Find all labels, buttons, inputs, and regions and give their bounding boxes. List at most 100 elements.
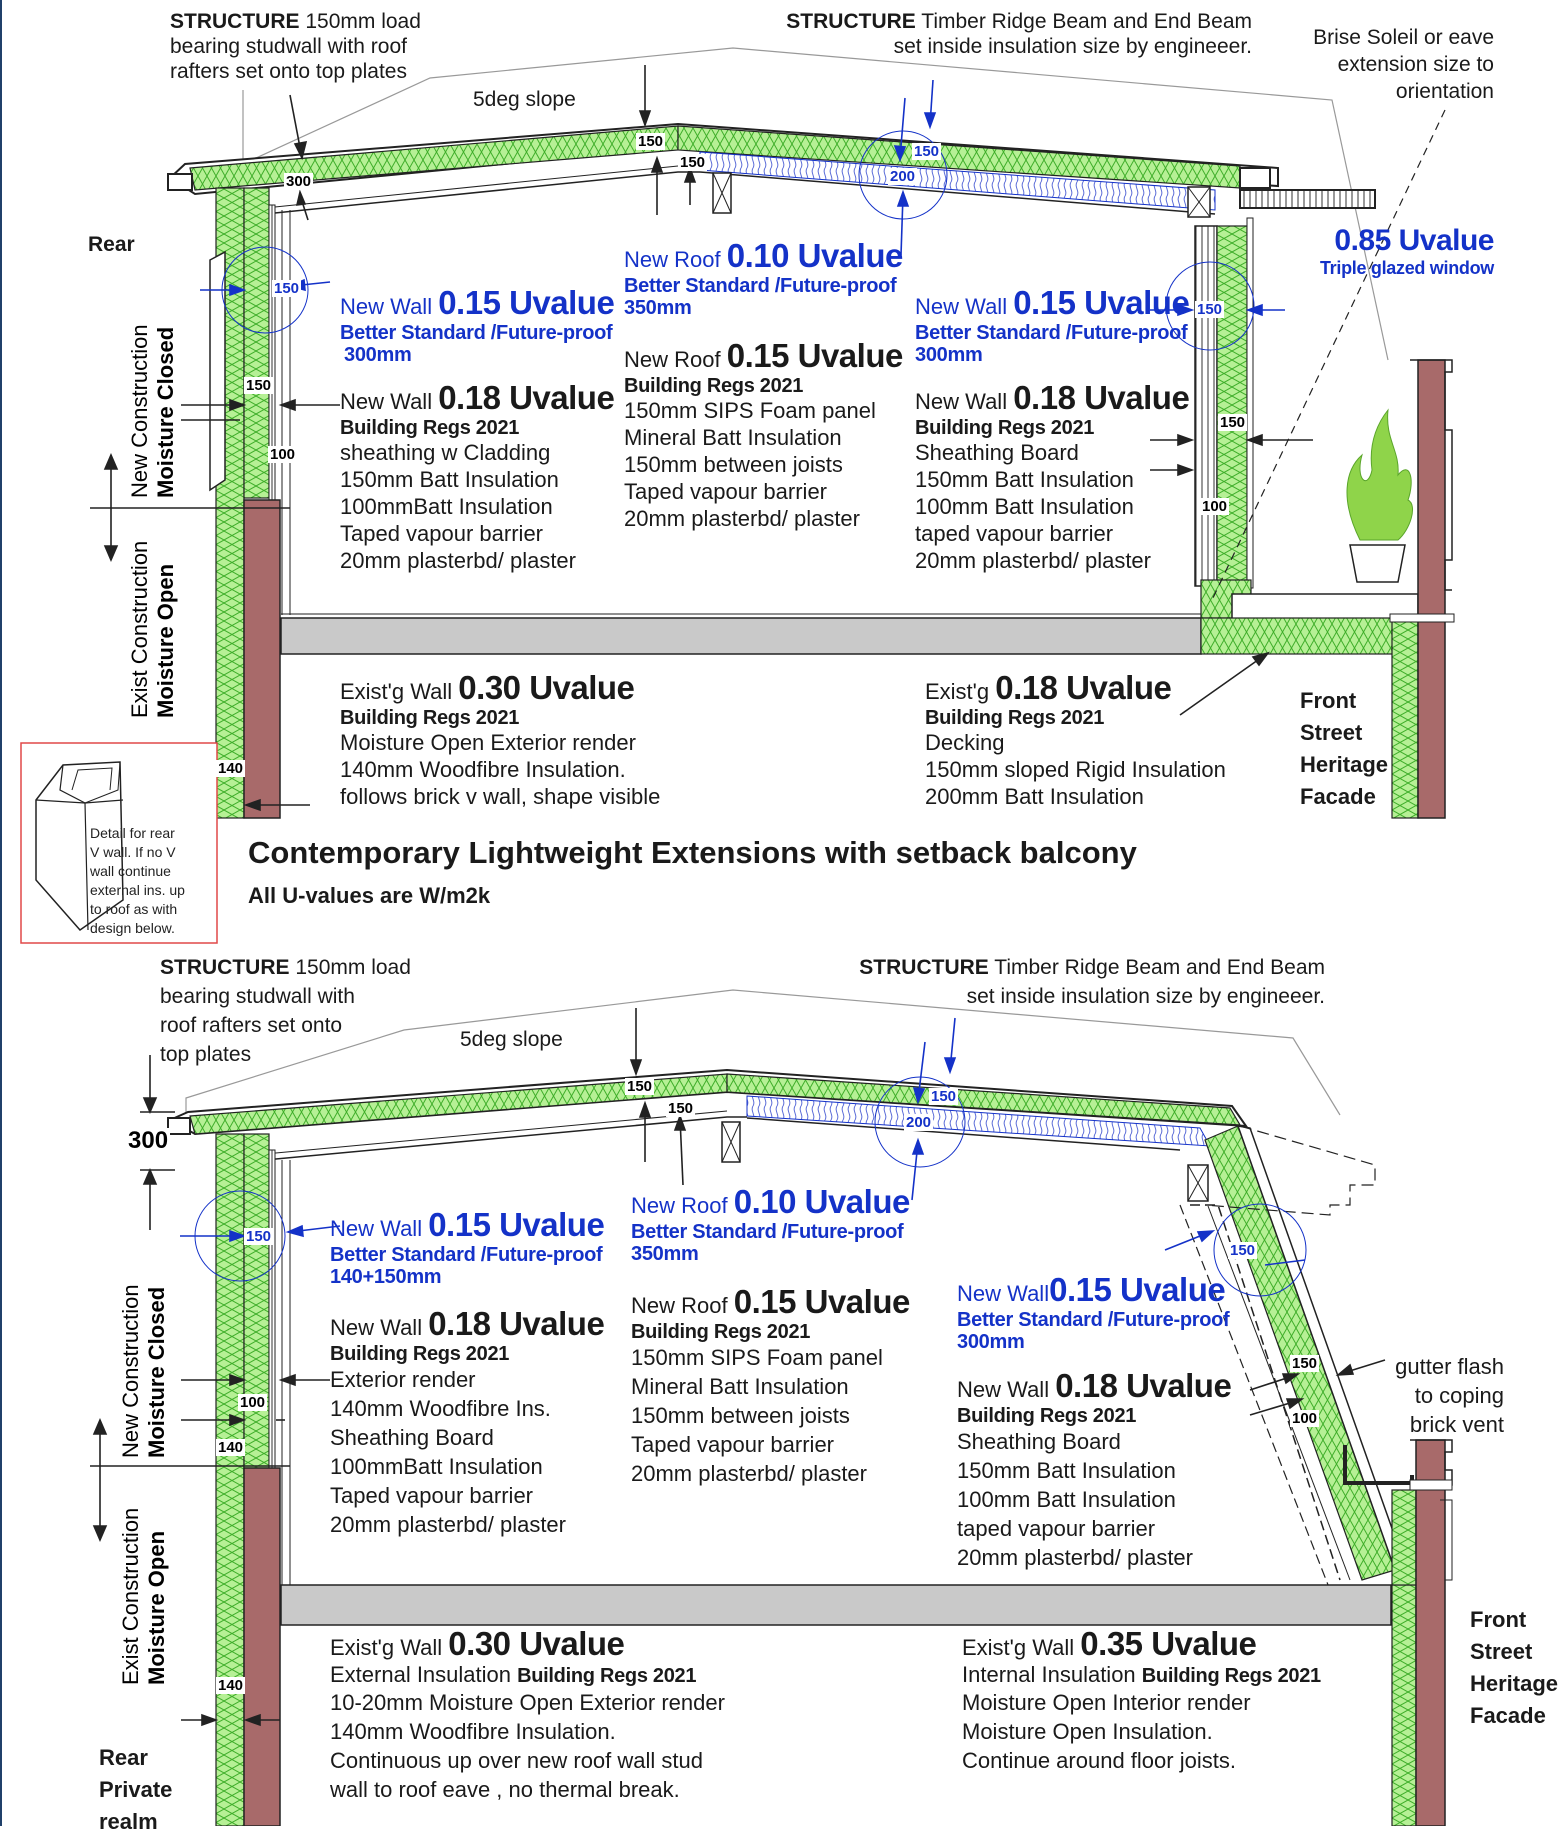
bottom-front-wall-insulation (1391, 1584, 1417, 1826)
top-exist-wall-line2: 140mm Woodfibre Insulation. (340, 757, 626, 783)
bottom-dim-300: 300 (126, 1127, 171, 1154)
bottom-front-label: Front Street Heritage Facade (1470, 1604, 1558, 1732)
top-structure-ridge: STRUCTURE Timber Ridge Beam and End Beam… (760, 9, 1252, 59)
top-dim-100-left: 100 (268, 446, 298, 463)
top-left-wall-regs-line5: 20mm plasterbd/ plaster (340, 548, 576, 574)
top-vert-new-construction: New Construction Moisture Closed (127, 324, 179, 498)
bottom-front-line4: Facade (1470, 1703, 1546, 1728)
top-left-wall-better-standard: Better Standard /Future-proof (340, 321, 613, 344)
bottom-structure-ridge-line2: set inside insulation size by engineeer. (966, 985, 1325, 1008)
top-dim-140: 140 (216, 760, 246, 777)
bottom-left-wall-better-uvalue: 0.15 Uvalue (428, 1206, 605, 1243)
top-structure-left-line1: 150mm load (305, 10, 421, 33)
top-left-wall-regs-line2: 150mm Batt Insulation (340, 467, 559, 493)
bottom-right-wall-regs-line4: taped vapour barrier (957, 1516, 1156, 1542)
bottom-left-wall-regs-line1: Exterior render (330, 1367, 476, 1393)
bottom-right-wall-better-uvalue: 0.15 Uvalue (1049, 1271, 1226, 1308)
bottom-exist-wall: Exist'g Wall 0.30 Uvalue External Insula… (330, 1625, 725, 1804)
bottom-roof-regs-line4: Taped vapour barrier (631, 1432, 835, 1458)
bottom-left-wall-regs-line6: 20mm plasterbd/ plaster (330, 1512, 566, 1538)
top-structure-ridge-line2: set inside insulation size by engineeer. (893, 35, 1252, 58)
bottom-right-wall-regs-line2: 150mm Batt Insulation (957, 1458, 1176, 1484)
top-roof-regs-line5: 20mm plasterbd/ plaster (624, 506, 860, 532)
bottom-gutter-label: gutter flash to coping brick vent (1340, 1352, 1504, 1439)
bottom-roof-regs-prefix: New Roof (631, 1293, 734, 1318)
bottom-vert-exist-line1: Exist Construction (118, 1507, 143, 1685)
bottom-outline-leader (185, 989, 1341, 1116)
top-right-wall-regs-uvalue: 0.18 Uvalue (1013, 379, 1190, 416)
bottom-front-line2: Street (1470, 1639, 1533, 1664)
top-ceiling-left-2 (264, 165, 679, 209)
top-roof-regs-prefix: New Roof (624, 347, 727, 372)
top-right-wall-regs: New Wall 0.18 Uvalue Building Regs 2021 … (915, 379, 1190, 574)
bottom-right-wall-better-thickness: 300mm (957, 1331, 1025, 1354)
top-left-wall-better-thickness: 300mm (344, 344, 412, 367)
bottom-dim-150-blue-roof: 150 (929, 1088, 959, 1105)
top-brise-line1: Brise Soleil or eave (1313, 26, 1494, 49)
top-left-wall-regs-line1: sheathing w Cladding (340, 440, 551, 466)
bottom-roof-insulation-right (726, 1073, 1242, 1126)
top-front-line3: Heritage (1300, 752, 1389, 777)
top-balcony-insulation (1200, 617, 1419, 655)
detail-line5: to roof as with (90, 901, 178, 917)
bottom-left-wall-regs-prefix: New Wall (330, 1315, 429, 1340)
top-roof-better-prefix: New Roof (624, 247, 727, 272)
top-front-brick-wall (1417, 359, 1446, 819)
bottom-structure-ridge-tag: STRUCTURE (859, 956, 989, 979)
top-orientation-line (1211, 109, 1446, 601)
top-dim-100-right: 100 (1200, 498, 1230, 515)
top-vert-exist-construction: Exist Construction Moisture Open (127, 541, 179, 718)
bottom-structure-ridge-line1: Timber Ridge Beam and End Beam (994, 956, 1325, 979)
bottom-roof-regs: New Roof 0.15 Uvalue Building Regs 2021 … (631, 1283, 910, 1488)
bottom-floor-slab (280, 1584, 1392, 1626)
top-roof-regs-line4: Taped vapour barrier (624, 479, 828, 505)
top-front-line2: Street (1300, 720, 1363, 745)
bottom-left-wall-better: New Wall 0.15 Uvalue Better Standard /Fu… (330, 1206, 605, 1289)
bottom-roof-better-uvalue: 0.10 Uvalue (733, 1183, 911, 1220)
top-roof-better-thickness: 350mm (624, 297, 692, 320)
bottom-structure-ridge: STRUCTURE Timber Ridge Beam and End Beam… (800, 953, 1325, 1011)
top-exist-floor-line3: 200mm Batt Insulation (925, 784, 1144, 810)
top-roof-better-uvalue: 0.10 Uvalue (726, 237, 904, 274)
bottom-left-wall-regs-line4: 100mmBatt Insulation (330, 1454, 543, 1480)
bottom-dim-150-roof-a: 150 (625, 1078, 655, 1095)
bottom-exist-right: Exist'g Wall 0.35 Uvalue Internal Insula… (962, 1625, 1321, 1775)
bottom-dimension-arrows (92, 1008, 1386, 1727)
bottom-left-wall-regs-line2: 140mm Woodfibre Ins. (330, 1396, 551, 1422)
top-dim-150-blue-roof: 150 (912, 143, 942, 160)
top-eave-right (1239, 167, 1271, 189)
bottom-right-wall-regs-line3: 100mm Batt Insulation (957, 1487, 1176, 1513)
top-dim-150-right: 150 (1218, 414, 1248, 431)
heading-subtitle: All U-values are W/m2k (248, 883, 491, 908)
top-vert-new-line1: New Construction (127, 324, 152, 498)
detail-line4: external ins. up (90, 882, 185, 898)
bottom-dim-100-right: 100 (1290, 1410, 1320, 1427)
bottom-exist-wall-intro: External Insulation (330, 1661, 518, 1687)
bottom-rear-line3: realm (99, 1809, 158, 1834)
top-dim-150-blue-right: 150 (1195, 301, 1225, 318)
bottom-roof-better-prefix: New Roof (631, 1193, 734, 1218)
bottom-left-wall-stud (268, 1149, 276, 1471)
bottom-structure-left-tag: STRUCTURE (160, 956, 290, 979)
top-roof-regs-line3: 150mm between joists (624, 452, 843, 478)
top-structure-left-line3: rafters set onto top plates (170, 60, 407, 83)
top-exist-floor-line1: Decking (925, 730, 1005, 756)
top-exist-floor-standard: Building Regs 2021 (925, 706, 1105, 729)
top-vert-exist-line1: Exist Construction (127, 540, 152, 718)
top-right-wall-regs-line1: Sheathing Board (915, 440, 1079, 466)
bottom-left-wall-regs-standard: Building Regs 2021 (330, 1342, 510, 1365)
top-exist-wall-standard: Building Regs 2021 (340, 706, 520, 729)
bottom-right-wall-regs-standard: Building Regs 2021 (957, 1404, 1137, 1427)
bottom-roof-better-thickness: 350mm (631, 1243, 699, 1266)
top-right-wall-better: New Wall 0.15 Uvalue Better Standard /Fu… (915, 284, 1190, 367)
top-front-line1: Front (1300, 688, 1357, 713)
detail-line3: wall continue (90, 863, 171, 879)
bottom-exist-wall-line1: 10-20mm Moisture Open Exterior render (330, 1689, 725, 1715)
top-brise-soleil (1239, 189, 1376, 209)
bottom-section (90, 989, 1453, 1826)
bottom-exist-wall-uvalue: 0.30 Uvalue (448, 1625, 625, 1662)
top-left-wall-regs-line3: 100mmBatt Insulation (340, 494, 553, 520)
top-roof-regs-uvalue: 0.15 Uvalue (726, 337, 904, 374)
top-right-wall-regs-standard: Building Regs 2021 (915, 416, 1095, 439)
bottom-left-brick-wall (243, 1467, 281, 1826)
